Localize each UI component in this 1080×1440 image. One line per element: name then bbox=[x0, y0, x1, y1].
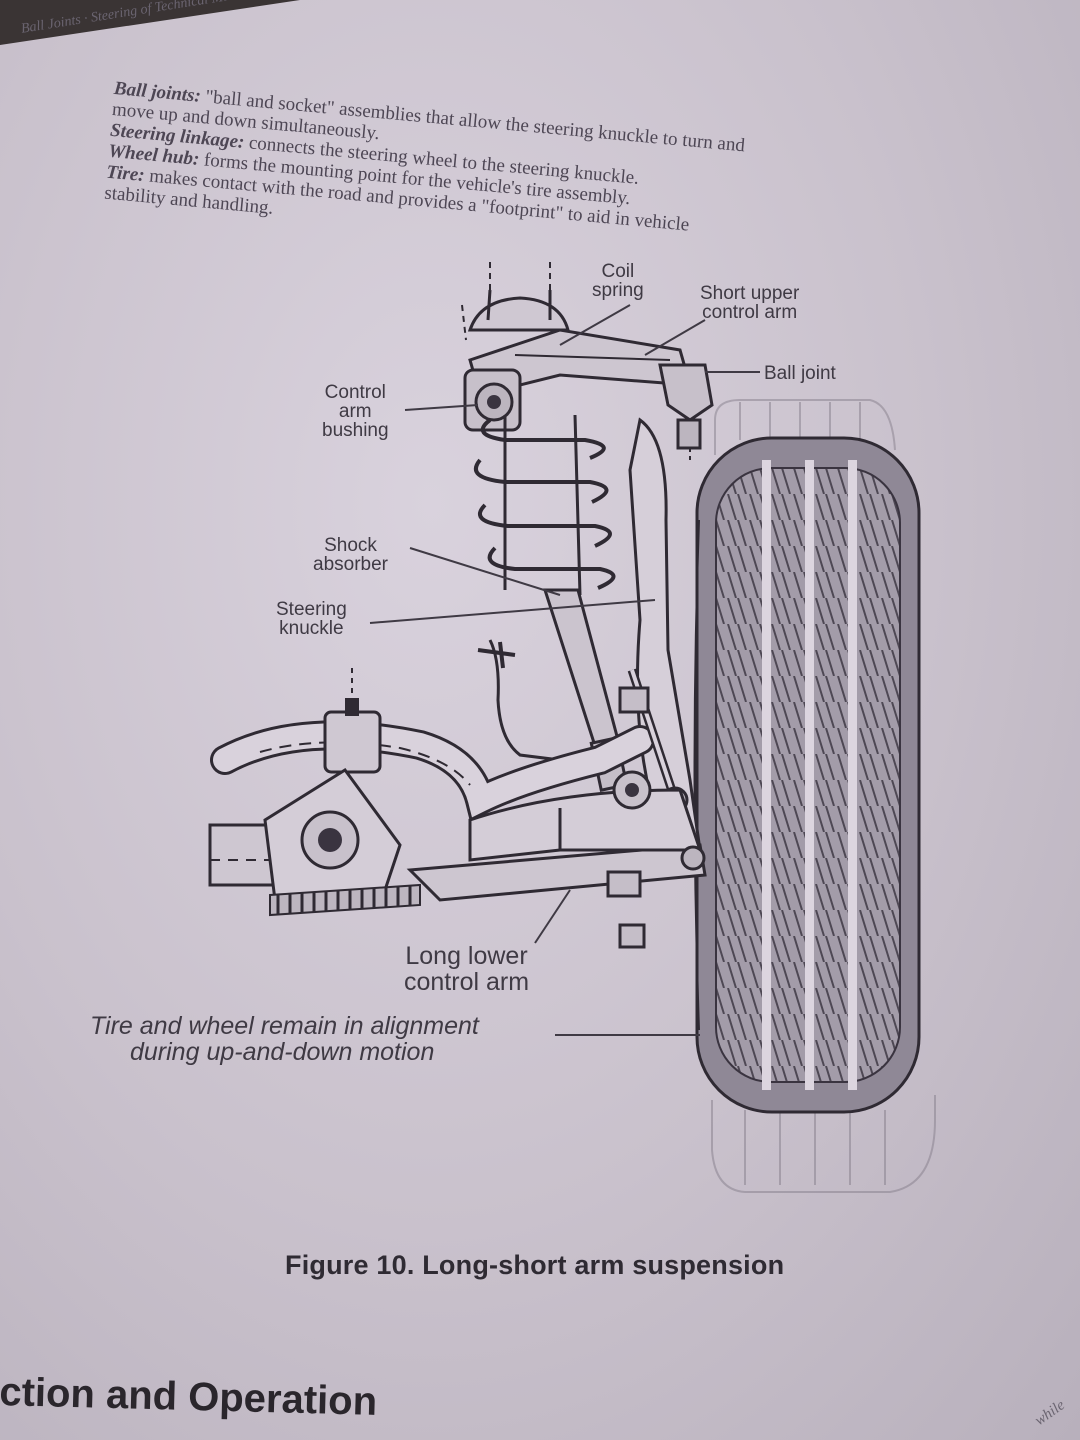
stabilizer-bar bbox=[210, 668, 655, 822]
label-line: Long lower bbox=[405, 942, 528, 970]
ghost-tire-top bbox=[714, 399, 896, 455]
label-shock-absorber: Shock absorber bbox=[313, 536, 388, 574]
label-control-arm-bushing: Control arm bushing bbox=[322, 383, 389, 440]
label-line: bushing bbox=[322, 420, 389, 441]
label-line: absorber bbox=[313, 554, 388, 575]
label-long-lower-control-arm: Long lower control arm bbox=[404, 943, 529, 995]
label-line: Coil bbox=[601, 261, 635, 282]
label-line: arm bbox=[338, 401, 372, 422]
brake-line bbox=[488, 639, 561, 762]
coil-spring bbox=[473, 414, 616, 596]
label-line: knuckle bbox=[279, 618, 344, 639]
label-alignment-note: Tire and wheel remain in alignment durin… bbox=[90, 1013, 479, 1065]
label-short-upper-control-arm: Short upper control arm bbox=[700, 284, 799, 322]
lower-control-arm bbox=[406, 770, 707, 949]
page-corner-shadow bbox=[0, 0, 300, 45]
figure-caption: Figure 10. Long-short arm suspension bbox=[285, 1250, 785, 1280]
ghost-tire-bottom bbox=[711, 1095, 936, 1193]
label-steering-knuckle: Steering knuckle bbox=[276, 600, 347, 638]
tire bbox=[693, 436, 921, 1114]
leader-lines bbox=[369, 304, 760, 1036]
strut-mount bbox=[461, 262, 570, 341]
control-arm-bushing bbox=[463, 368, 522, 432]
label-coil-spring: Coil spring bbox=[592, 262, 644, 300]
label-line: during up-and-down motion bbox=[130, 1038, 435, 1066]
label-line: control arm bbox=[404, 968, 530, 996]
label-line: Shock bbox=[324, 535, 377, 556]
brake-line-fitting bbox=[477, 641, 516, 669]
label-ball-joint: Ball joint bbox=[764, 363, 836, 384]
label-line: Tire and wheel remain in alignment bbox=[90, 1012, 479, 1040]
ball-joint bbox=[658, 363, 714, 460]
steering-rack bbox=[208, 767, 421, 917]
label-line: Control bbox=[324, 382, 386, 403]
label-line: Short upper bbox=[700, 283, 800, 304]
label-line: spring bbox=[592, 280, 644, 301]
label-line: control arm bbox=[702, 302, 798, 323]
label-line: Steering bbox=[276, 599, 347, 620]
